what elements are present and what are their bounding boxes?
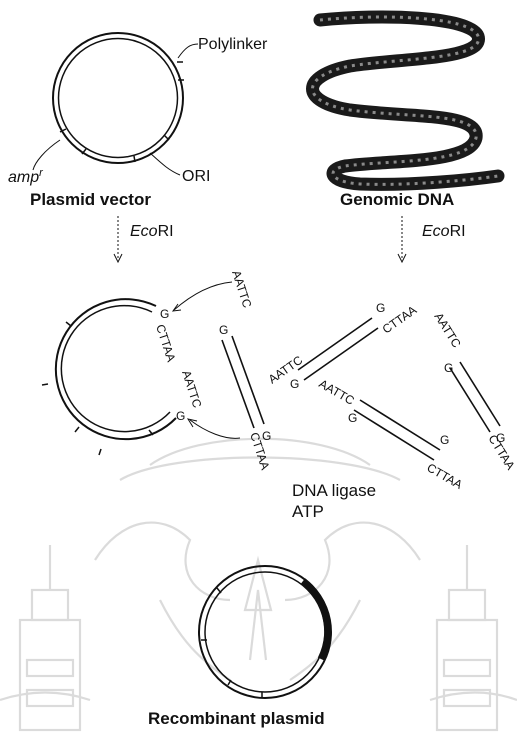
ori-text: ORI <box>182 168 210 185</box>
ampr-label: ampr <box>8 140 60 186</box>
genomic-fragment-2: AATTC G G CTTAA <box>266 301 420 391</box>
frag4-top-overhang: AATTC <box>431 310 463 350</box>
plasmid-bottom-single-base: G <box>176 409 185 423</box>
plasmid-vector <box>53 33 184 163</box>
dna-ligase-label: DNA ligase <box>292 481 376 500</box>
polylinker-text: Polylinker <box>198 36 268 53</box>
frag2-right-single: G <box>376 301 385 315</box>
plasmid-top-sticky-end: G CTTAA <box>153 307 178 363</box>
ecori-label-left: EcoRI <box>130 223 174 240</box>
ecori-arrow-left <box>114 216 122 262</box>
frag1-top-single: G <box>219 323 228 337</box>
polylinker-label: Polylinker <box>178 36 268 58</box>
pairing-arrow-top <box>174 282 232 310</box>
plasmid-tick <box>134 156 135 162</box>
frag3-left-single: G <box>348 411 357 425</box>
genomic-dna <box>313 17 499 184</box>
frag1-top-overhang: AATTC <box>229 269 254 310</box>
ecori-label-right: EcoRI <box>422 223 466 240</box>
frag4-top-single: G <box>444 361 453 375</box>
watermark-seal <box>0 439 517 730</box>
pairing-arrow-bottom-head <box>188 419 197 427</box>
plasmid-tick <box>164 135 169 140</box>
plasmid-bottom-overhang: AATTC <box>179 369 204 410</box>
pairing-arrow-bottom <box>190 420 240 438</box>
genomic-fragment-4: AATTC G G CTTAA <box>431 310 517 472</box>
frag3-right-overhang: CTTAA <box>425 460 465 491</box>
genomic-insert <box>303 581 328 659</box>
frag2-right-overhang: CTTAA <box>380 303 420 337</box>
frag4-bottom-overhang: CTTAA <box>485 432 517 472</box>
atp-label: ATP <box>292 502 324 521</box>
ori-label: ORI <box>150 153 210 185</box>
plasmid-bottom-sticky-end: AATTC G <box>176 369 204 423</box>
genomic-dna-title: Genomic DNA <box>340 190 454 209</box>
frag2-left-single: G <box>290 377 299 391</box>
frag3-left-overhang: AATTC <box>317 376 358 408</box>
frag3-right-single: G <box>440 433 449 447</box>
ecori-arrow-right <box>398 216 406 262</box>
ampr-text: ampr <box>8 167 44 186</box>
plasmid-top-single-base: G <box>160 307 169 321</box>
cut-plasmid <box>42 299 176 455</box>
recombinant-plasmid-title: Recombinant plasmid <box>148 709 325 728</box>
plasmid-top-overhang: CTTAA <box>153 323 178 364</box>
plasmid-vector-title: Plasmid vector <box>30 190 151 209</box>
